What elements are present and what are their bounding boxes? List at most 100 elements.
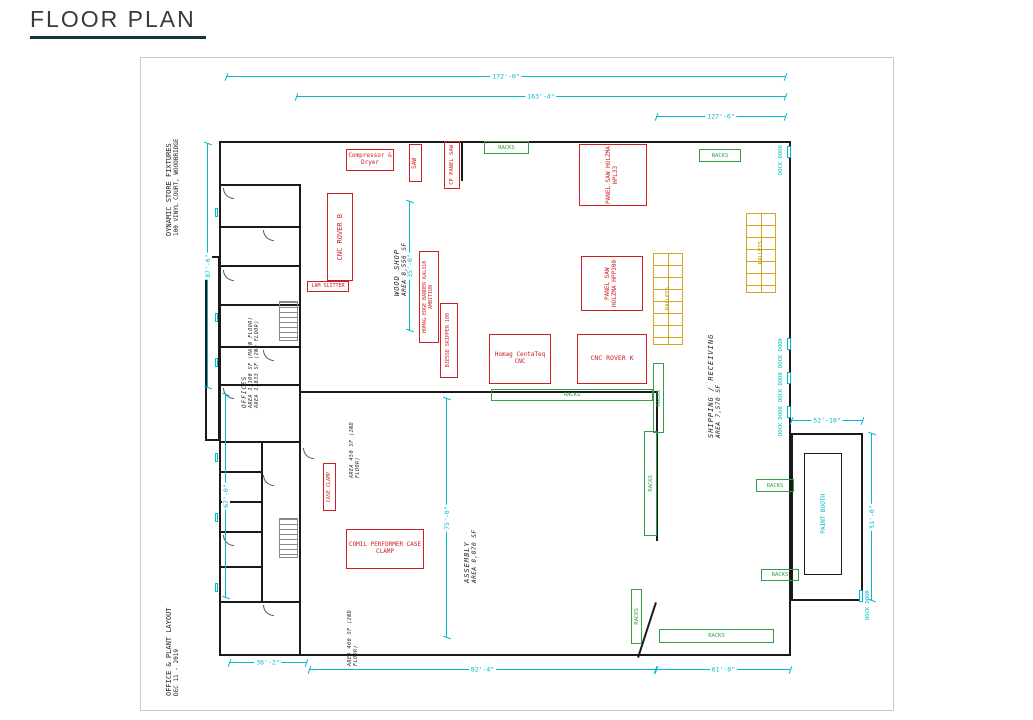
- dimension-label: 75'-0": [443, 504, 451, 532]
- rack-label: RACKS: [655, 389, 662, 407]
- pallet-area: PALLETS: [746, 213, 776, 293]
- dock-door: DOCK DOOR: [865, 586, 871, 620]
- area-sf: AREA 8,870 SF: [471, 529, 478, 583]
- wall-room: [219, 471, 263, 473]
- equipment-cnc-rover-b: CNC ROVER B: [327, 193, 353, 281]
- area-sf: AREA 8,556 SF: [401, 242, 408, 296]
- rack-label: RACKS: [708, 633, 725, 639]
- pallet-label: PALLETS: [665, 287, 671, 311]
- rack: RACKS: [631, 589, 642, 644]
- dimension-overall-width: 172'-0": [226, 72, 786, 81]
- page-title: FLOOR PLAN: [30, 6, 206, 39]
- dimension-left-lower: 67'-0": [222, 394, 230, 598]
- rack-label: RACKS: [498, 144, 515, 151]
- dock-door-label: DOCK DOOR: [865, 590, 871, 620]
- equipment-label: CASE CLAMP: [325, 471, 332, 503]
- dock-door: DOCK DOOR: [778, 334, 784, 368]
- dimension-annex-width: 52'-10": [791, 416, 863, 425]
- paint-booth: PAINT BOOTH: [804, 453, 842, 575]
- rack-label: RACKS: [766, 482, 784, 489]
- wall-room: [219, 441, 299, 443]
- area-sf: AREA 400 SF (2ND FLOOR): [347, 609, 359, 666]
- equipment-label: CNC ROVER B: [335, 213, 344, 261]
- wall-room: [219, 531, 263, 533]
- dimension-bottom-right: 61'-0": [656, 665, 791, 674]
- door-marker: [215, 513, 218, 522]
- wall-room: [219, 601, 299, 603]
- equipment-label: LAM SLITTER: [311, 282, 345, 289]
- titleblock-company: DYNAMIC STORE FIXTURES 100 VINYL COURT, …: [165, 76, 180, 236]
- area-sf: AREA 7,570 SF: [715, 384, 722, 438]
- wall-room: [219, 346, 299, 348]
- dock-door-marker: [787, 146, 791, 158]
- rack: RACKS: [756, 479, 794, 492]
- company-name: DYNAMIC STORE FIXTURES: [165, 143, 173, 236]
- dimension-label: 172'-0": [490, 72, 522, 81]
- equipment-label: COMIL PERFORMER CASE CLAMP: [348, 541, 422, 555]
- wall-room: [219, 304, 299, 306]
- equipment-panel-saw-hpl33: PANEL SAW HOLZMA HPL33: [579, 144, 647, 206]
- wall-building-outline: [219, 141, 791, 656]
- drawing-date: DEC 11 - 2019: [173, 649, 180, 696]
- equipment-label: CP PANEL SAW: [448, 145, 455, 185]
- dimension-assembly-depth: 75'-0": [443, 398, 451, 638]
- rack: RACKS: [761, 569, 799, 581]
- equipment-case-clamp: CASE CLAMP: [323, 463, 336, 511]
- dock-door-label: DOCK DOOR: [778, 372, 784, 402]
- equipment-biesse-skipper: BIESSE SKIPPER 100: [440, 303, 458, 378]
- door-marker: [215, 313, 218, 322]
- wall-room: [219, 384, 299, 386]
- equipment-label: Compressor & Dryer: [348, 152, 392, 166]
- dock-door: DOCK DOOR: [778, 141, 784, 175]
- wall-room: [219, 501, 263, 503]
- dimension-label: 127'-6": [705, 112, 737, 121]
- rack-label: RACKS: [711, 152, 729, 159]
- equipment-cp-panel-saw: CP PANEL SAW: [444, 141, 460, 189]
- area-wood-shop: WOOD SHOP AREA 8,556 SF: [393, 201, 408, 296]
- area-offices: OFFICES AREA 3,100 SF (MAIN FLOOR) AREA …: [241, 298, 260, 408]
- company-address: 100 VINYL COURT, WOODBRIDGE: [173, 138, 180, 236]
- area-mezzanine-400: AREA 400 SF (2ND FLOOR): [347, 591, 359, 666]
- stairs: [279, 301, 298, 341]
- dock-door: DOCK DOOR: [778, 402, 784, 436]
- equipment-compressor-dryer: Compressor & Dryer: [346, 149, 394, 171]
- equipment-label: HOMAG EDGE BANDER KAL310 AMBITION: [422, 260, 434, 334]
- dimension-label: 36'-2": [254, 658, 282, 667]
- area-name: OFFICES: [241, 375, 248, 408]
- equipment-lam-slitter: LAM SLITTER: [307, 281, 349, 292]
- dimension-bottom-left: 36'-2": [229, 658, 307, 667]
- equipment-label: PANEL SAW HOLZMA HPL33: [605, 146, 619, 204]
- dimension-label: 61'-0": [709, 665, 738, 674]
- door-marker: [215, 453, 218, 462]
- wall-right-annex: [791, 433, 863, 601]
- dock-door-marker: [859, 590, 863, 602]
- equipment-label: BIESSE SKIPPER 100: [445, 313, 452, 368]
- dock-door-label: DOCK DOOR: [778, 338, 784, 368]
- dimension-label: 163'-4": [525, 92, 557, 101]
- titleblock-drawing: OFFICE & PLANT LAYOUT DEC 11 - 2019: [165, 536, 180, 696]
- area-name: SHIPPING / RECEIVING: [707, 333, 715, 438]
- rack: RACKS: [484, 141, 529, 154]
- rack: RACKS: [653, 363, 664, 433]
- dimension-wood-shop-depth: 35'-0": [406, 201, 414, 331]
- dimension-label: 82'-4": [468, 665, 497, 674]
- dock-door-marker: [787, 372, 791, 384]
- rack: RACKS: [699, 149, 741, 162]
- dimension-bottom-mid: 82'-4": [309, 665, 656, 674]
- wall-shipping-divider: [656, 391, 658, 541]
- equipment-label: CNC ROVER K: [590, 354, 634, 363]
- area-sf: AREA 450 SF (2ND FLOOR): [349, 421, 361, 478]
- wall-assembly-divider: [301, 391, 656, 393]
- wall-saw-bay: [461, 141, 463, 181]
- dock-door-label: DOCK DOOR: [778, 406, 784, 436]
- dimension-label: 51'-0": [868, 503, 876, 531]
- door-marker: [215, 583, 218, 592]
- dimension-left-upper: 87'-6": [204, 143, 212, 388]
- stairs: [279, 518, 298, 558]
- wall-room: [219, 566, 263, 568]
- dimension-annex-height: 51'-0": [868, 433, 876, 601]
- dock-door: DOCK DOOR: [778, 368, 784, 402]
- area-name: WOOD SHOP: [393, 249, 401, 296]
- equipment-performer-case-clamp: COMIL PERFORMER CASE CLAMP: [346, 529, 424, 569]
- rack-label: RACKS: [633, 608, 640, 625]
